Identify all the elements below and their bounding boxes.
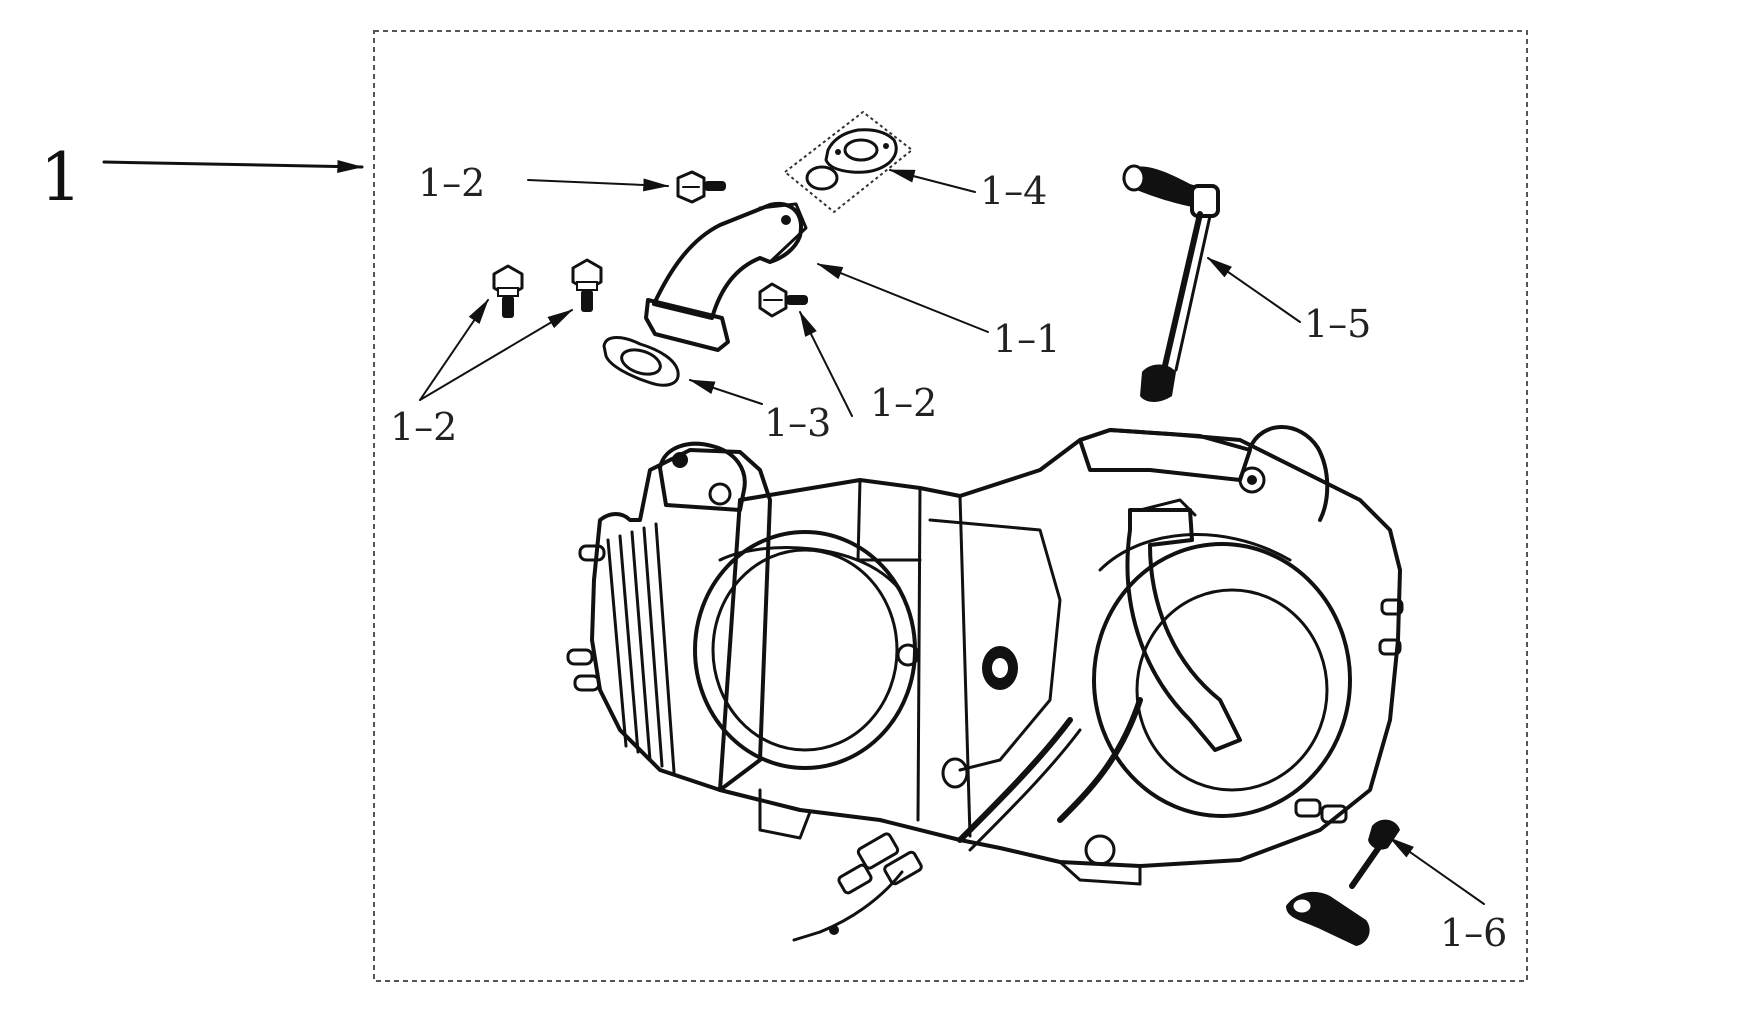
assembly-arrow: [102, 160, 364, 174]
gear-shift-lever-part-1-6: [1286, 819, 1400, 946]
callout-label-1-4: 1–4: [980, 169, 1047, 213]
callout-label-1-2-mid: 1–2: [870, 381, 937, 425]
kickstart-lever-part-1-5: [1122, 164, 1220, 402]
bolt-part-1-2-left-a: [492, 264, 524, 318]
intake-pipe-part-1-1: [644, 201, 808, 352]
callout-label-1-3: 1–3: [764, 401, 831, 445]
callout-label-1-1: 1–1: [993, 317, 1060, 361]
bolt-part-1-2-mid: [758, 282, 808, 318]
callout-label-1-6: 1–6: [1440, 911, 1507, 955]
bolt-part-1-2-left-b: [571, 258, 603, 312]
callout-label-1-2-left: 1–2: [390, 405, 457, 449]
bolt-part-1-2-top: [676, 170, 726, 204]
clutch-cover: [1092, 542, 1352, 818]
gasket-part-1-3: [602, 336, 680, 387]
callout-label-1-5: 1–5: [1304, 302, 1371, 346]
assembly-label: 1: [40, 139, 82, 216]
engine-assembly-drawing: [566, 425, 1404, 942]
leader-lines: [419, 169, 1485, 905]
callout-label-1-2-top: 1–2: [418, 161, 485, 205]
assembly-boundary: [373, 30, 1528, 982]
gasket-part-1-4: [783, 110, 914, 214]
